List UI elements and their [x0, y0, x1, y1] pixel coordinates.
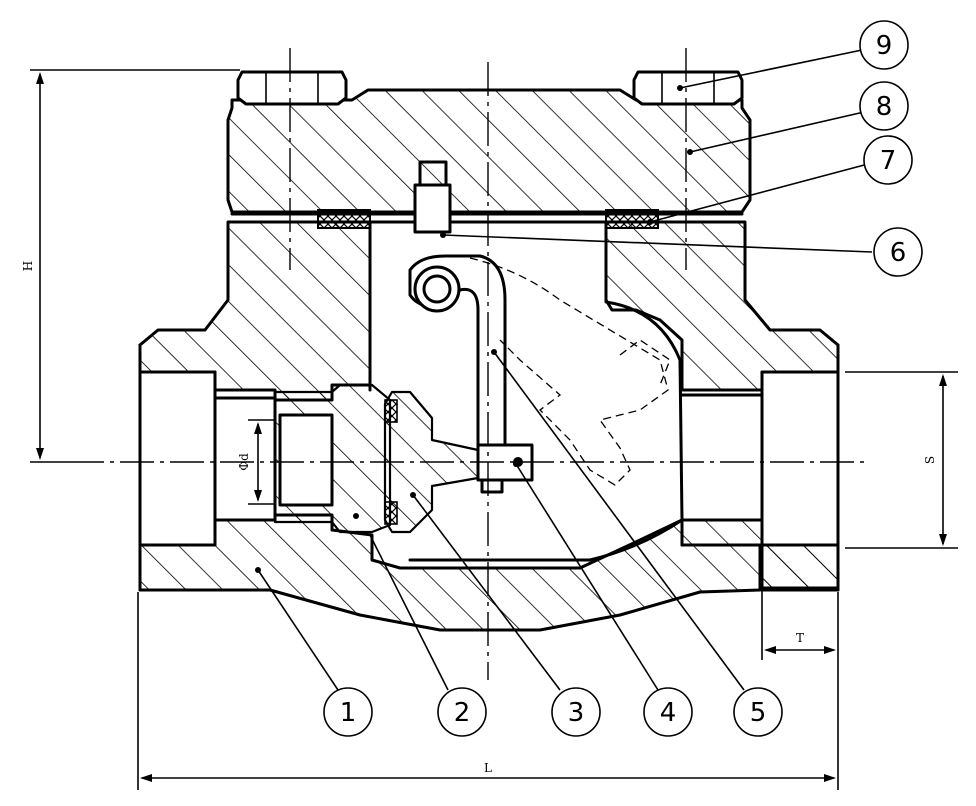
balloon-5: 5 [733, 687, 783, 737]
dim-label-l: L [484, 761, 492, 775]
balloon-1: 1 [323, 687, 373, 737]
dimension-lines [30, 69, 958, 790]
gaskets [317, 209, 659, 229]
svg-text:2: 2 [454, 698, 471, 728]
svg-text:3: 3 [568, 698, 585, 728]
center-lines [70, 48, 870, 680]
part-balloons: 1 2 3 4 5 6 7 8 [323, 20, 923, 737]
svg-text:9: 9 [876, 31, 893, 61]
svg-text:1: 1 [340, 698, 357, 728]
disc-open-position [469, 257, 671, 486]
dim-label-t: T [796, 631, 804, 645]
balloon-9: 9 [859, 20, 909, 70]
dim-label-h: H [21, 261, 35, 271]
balloon-7: 7 [863, 135, 913, 185]
bonnet [226, 88, 752, 234]
dim-label-s: S [923, 456, 937, 464]
balloon-4: 4 [643, 687, 693, 737]
dimension-labels: H L S T Φd [21, 261, 937, 775]
svg-text:6: 6 [890, 238, 907, 268]
valve-body [138, 220, 840, 632]
balloon-3: 3 [551, 687, 601, 737]
dim-label-bore: Φd [237, 453, 251, 471]
leader-lines [255, 49, 873, 691]
balloon-2: 2 [437, 687, 487, 737]
balloon-6: 6 [873, 227, 923, 277]
svg-text:8: 8 [876, 92, 893, 122]
svg-text:4: 4 [660, 698, 677, 728]
balloon-8: 8 [859, 81, 909, 131]
svg-text:7: 7 [880, 146, 897, 176]
svg-text:5: 5 [750, 698, 767, 728]
